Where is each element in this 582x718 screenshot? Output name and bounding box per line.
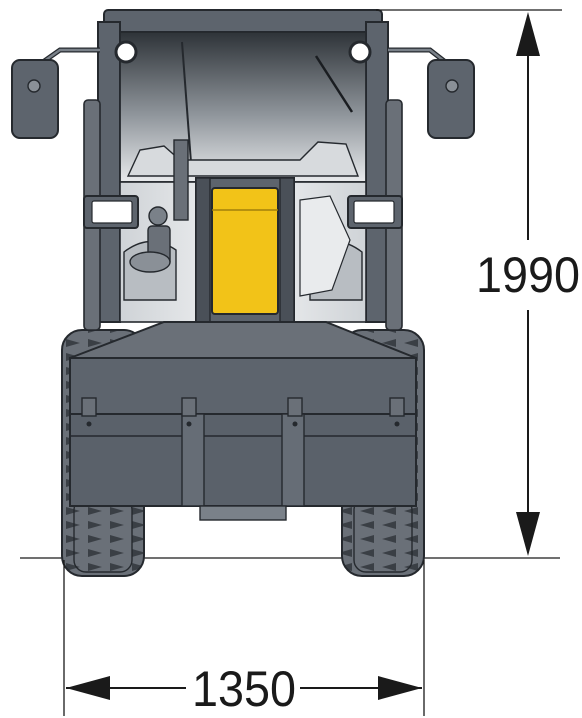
width-arrow-right xyxy=(378,676,422,700)
height-arrow-bottom xyxy=(516,512,540,556)
height-dimension: 1990 xyxy=(376,9,580,556)
height-label: 1990 xyxy=(476,247,580,303)
lift-arm xyxy=(195,177,295,327)
yellow-lift-cylinder xyxy=(211,187,279,315)
bucket xyxy=(69,321,417,521)
headlight-right xyxy=(347,195,403,229)
roof-light-right xyxy=(348,40,372,64)
headlight-left xyxy=(83,195,139,229)
joystick xyxy=(129,206,171,273)
width-arrow-left xyxy=(66,676,110,700)
width-dimension: 1350 xyxy=(63,560,425,717)
right-mirror xyxy=(388,47,475,139)
roof-light-left xyxy=(114,40,138,64)
cab xyxy=(83,9,403,331)
left-mirror xyxy=(11,47,100,139)
width-label: 1350 xyxy=(192,661,296,717)
height-arrow-top xyxy=(516,12,540,56)
